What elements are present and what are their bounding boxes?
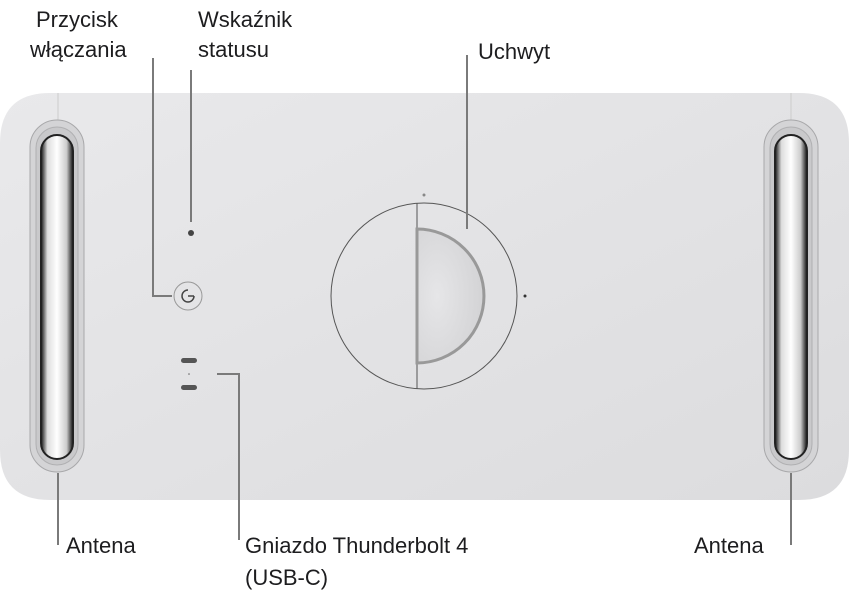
antenna-right-label: Antena — [694, 533, 764, 558]
top-handle-latch — [330, 193, 527, 390]
status-indicator-label-line1: Wskaźnik — [198, 7, 293, 32]
status-indicator-label-line2: statusu — [198, 37, 269, 62]
antenna-left-label: Antena — [66, 533, 136, 558]
power-icon — [181, 289, 195, 303]
leader-lines — [57, 55, 792, 545]
thunderbolt-label-line1: Gniazdo Thunderbolt 4 — [245, 533, 469, 558]
power-button[interactable] — [173, 281, 203, 311]
power-button-label-line2: włączania — [30, 37, 127, 62]
thunderbolt-label-line2: (USB-C) — [245, 565, 329, 590]
left-handle — [29, 119, 85, 473]
right-handle — [763, 119, 819, 473]
thunderbolt-ports — [181, 358, 197, 390]
status-indicator-dot — [188, 230, 194, 236]
power-button-label-line1: Przycisk — [36, 7, 118, 32]
handle-label: Uchwyt — [478, 39, 551, 64]
